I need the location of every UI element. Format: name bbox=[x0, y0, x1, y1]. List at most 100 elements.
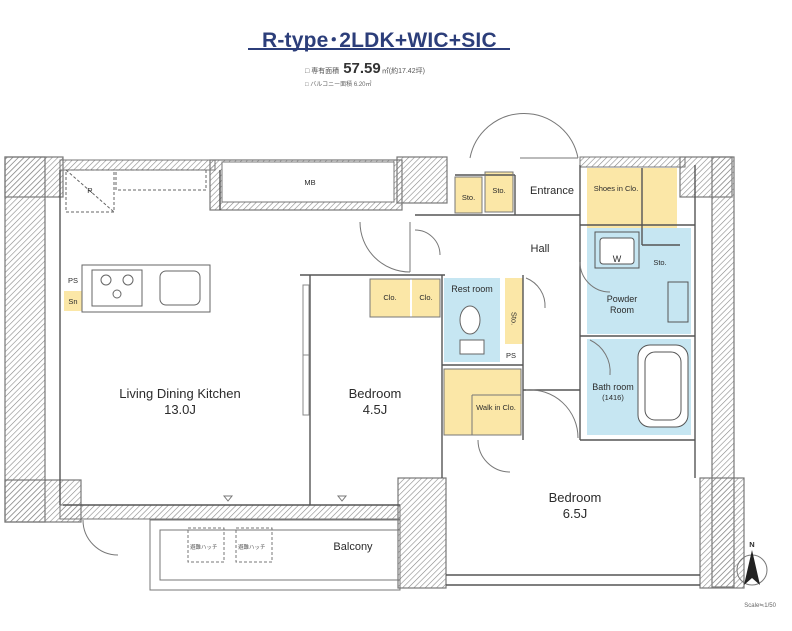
toilet-bowl bbox=[459, 305, 481, 335]
door-wic bbox=[477, 439, 511, 473]
marker-bedroom1 bbox=[336, 495, 348, 502]
balcony-rail-inner bbox=[159, 529, 401, 581]
bedroom2-name: Bedroom bbox=[548, 490, 602, 505]
window-markers bbox=[222, 495, 348, 502]
walkin-label: Walk in Clo. bbox=[476, 403, 516, 412]
sto-fill-4 bbox=[505, 278, 523, 344]
sto-label-4: Sto. bbox=[509, 311, 519, 326]
wall-west bbox=[4, 156, 46, 523]
sto-fill-2 bbox=[485, 172, 513, 212]
north-label: N bbox=[749, 540, 755, 549]
column-mid bbox=[396, 156, 448, 204]
hatch-label-2: 避難ハッチ bbox=[238, 545, 266, 551]
sto-outline-2 bbox=[484, 171, 514, 213]
bedroom2-label: Bedroom 6.5J bbox=[530, 490, 620, 521]
hatch-label-1: 避難ハッチ bbox=[190, 545, 218, 551]
balcony-outline bbox=[149, 519, 401, 591]
bedroom1-label: Bedroom 4.5J bbox=[330, 386, 420, 417]
sn-label: Sn bbox=[68, 297, 78, 306]
sto-label-1: Sto. bbox=[461, 193, 476, 202]
washer-pan bbox=[594, 231, 640, 269]
bath-fixtures bbox=[594, 231, 689, 428]
bedroom1-name: Bedroom bbox=[348, 386, 402, 401]
door-powder bbox=[579, 261, 611, 293]
marker-ldk bbox=[222, 495, 234, 502]
title-underline bbox=[248, 48, 510, 50]
upper-cabinet bbox=[115, 169, 207, 191]
mb-label: MB bbox=[304, 178, 316, 187]
clo-label-1: Clo. bbox=[383, 293, 397, 302]
burner-3 bbox=[112, 289, 122, 299]
sto-fill-1 bbox=[455, 177, 482, 213]
door-ldk bbox=[359, 221, 411, 273]
clo-outline bbox=[369, 278, 441, 318]
clo-fill-1 bbox=[370, 279, 410, 317]
washer-label: W bbox=[612, 254, 622, 264]
slide-door-1 bbox=[302, 284, 310, 356]
wall-south-ldk bbox=[59, 504, 401, 520]
toilet-tank bbox=[459, 339, 485, 355]
clo-fill-2 bbox=[412, 279, 440, 317]
hall-label: Hall bbox=[530, 243, 550, 255]
slide-door-2 bbox=[302, 354, 310, 416]
cooktop bbox=[91, 269, 143, 307]
ldk-label: Living Dining Kitchen 13.0J bbox=[100, 386, 260, 417]
door-balcony bbox=[82, 519, 119, 556]
area-value: 57.59 bbox=[343, 60, 381, 77]
sto-label-3: Sto. bbox=[653, 258, 667, 267]
burner-1 bbox=[100, 274, 112, 286]
sn-fill bbox=[64, 291, 82, 311]
balcony-area: バルコニー面積 6.20㎡ bbox=[310, 82, 372, 88]
restroom-label: Rest room bbox=[451, 284, 493, 294]
hatch-1 bbox=[187, 527, 225, 563]
sink bbox=[159, 270, 201, 306]
ps-label-2: PS bbox=[505, 351, 516, 360]
kitchen-counter bbox=[65, 169, 211, 313]
door-restroom bbox=[525, 277, 546, 309]
sliding-doors bbox=[302, 284, 310, 416]
powder-label: Powder Room bbox=[606, 294, 638, 315]
scale-label: Scale≒1/50 bbox=[744, 603, 776, 609]
ldk-name: Living Dining Kitchen bbox=[119, 386, 241, 401]
bath-name: Bath room bbox=[592, 382, 634, 392]
washer bbox=[599, 237, 635, 265]
walkin-outline bbox=[443, 368, 522, 436]
area-prefix: 専有面積 bbox=[311, 68, 340, 75]
hatch-2 bbox=[235, 527, 273, 563]
entrance-label: Entrance bbox=[529, 185, 575, 197]
structural-walls bbox=[4, 156, 745, 589]
doors bbox=[82, 113, 611, 556]
fridge-label: R bbox=[87, 186, 93, 195]
north-pointer bbox=[744, 550, 760, 585]
balcony-label: Balcony bbox=[333, 541, 373, 553]
ps-label-1: PS bbox=[67, 276, 78, 285]
walkin-fill bbox=[444, 369, 521, 435]
balcony-area-info: □ バルコニー面積 6.20㎡ bbox=[305, 82, 372, 88]
shoes-label: Shoes in Clo. bbox=[593, 184, 639, 193]
wall-top-right bbox=[579, 156, 686, 168]
door-sto-hall bbox=[414, 229, 441, 256]
sto-label-2: Sto. bbox=[492, 186, 506, 195]
storage-fills bbox=[64, 168, 677, 435]
counter bbox=[81, 264, 211, 313]
burner-2 bbox=[122, 274, 134, 286]
column-south-mid bbox=[397, 477, 447, 589]
bath-size: (1416) bbox=[602, 392, 624, 402]
sto-outline-1 bbox=[454, 176, 483, 214]
clo-label-2: Clo. bbox=[419, 293, 433, 302]
fridge-diag bbox=[65, 169, 115, 213]
plan-title: R-type･2LDK+WIC+SIC bbox=[262, 29, 497, 52]
vanity bbox=[667, 281, 689, 323]
bath-label: Bath room (1416) bbox=[590, 382, 636, 402]
ldk-size: 13.0J bbox=[164, 401, 196, 417]
wall-top bbox=[59, 159, 216, 171]
north-arrow bbox=[736, 550, 768, 586]
partitions bbox=[59, 165, 700, 586]
door-bedroom2 bbox=[525, 389, 579, 439]
door-bath bbox=[589, 339, 611, 376]
mb-inner bbox=[221, 161, 395, 203]
entrance-door bbox=[469, 113, 579, 159]
bedroom1-size: 4.5J bbox=[362, 401, 388, 417]
